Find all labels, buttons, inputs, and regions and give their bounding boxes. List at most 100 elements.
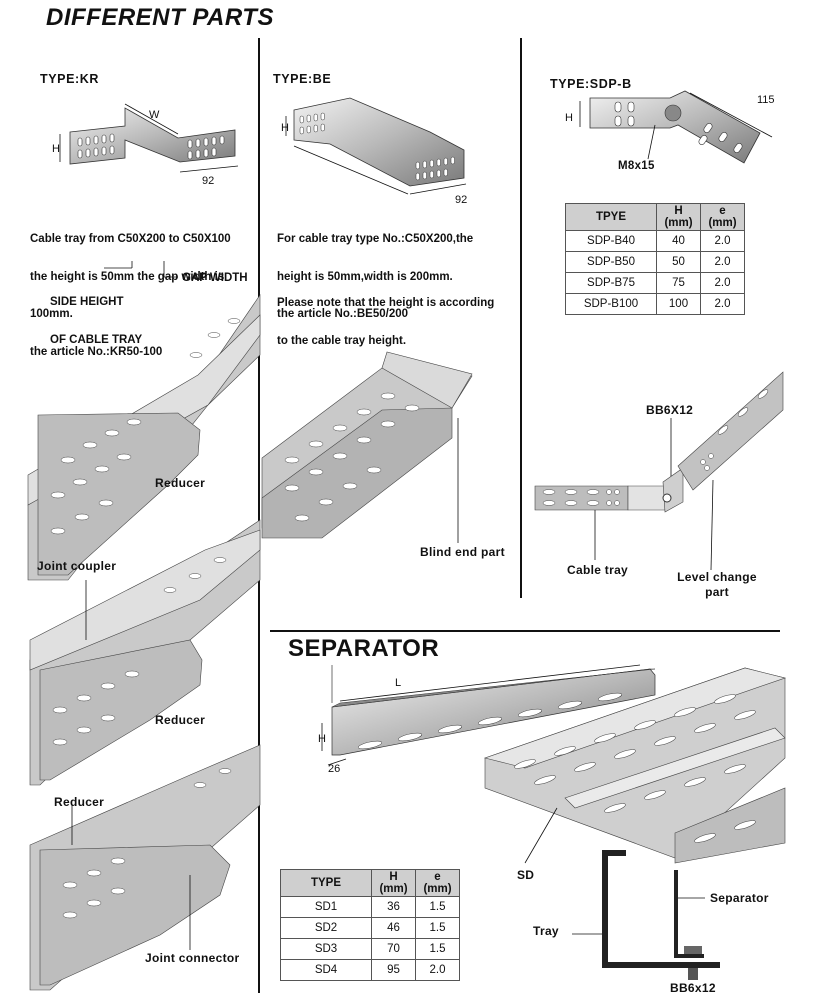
page-title: DIFFERENT PARTS	[46, 4, 274, 31]
table-cell: SDP-B50	[565, 251, 657, 273]
reducer-label-3: Reducer	[54, 795, 105, 809]
level-change-line: Level change	[677, 570, 757, 584]
table-cell: SDP-B100	[565, 293, 657, 315]
kr-type-label: TYPE:KR	[40, 72, 100, 86]
table-cell: SD1	[280, 896, 372, 918]
separator-cross-section	[572, 850, 720, 980]
kr-side-height-line: OF CABLE TRAY	[50, 333, 143, 346]
table-header-cell: TYPE	[280, 869, 372, 897]
reducer-tray-illustration	[27, 294, 261, 581]
kr-callout-lines	[104, 261, 178, 278]
table-cell: 70	[371, 938, 416, 960]
sdpb-bolt-label: M8x15	[618, 160, 655, 172]
sdpb-bb-label: BB6X12	[646, 403, 694, 417]
kr-gap-width-label: GAP WIDTH	[182, 272, 248, 284]
level-change-line: part	[705, 585, 729, 599]
be-note-line: Please note that the height is according	[277, 297, 495, 309]
table-header-row: TPYE H (mm) e (mm)	[565, 203, 745, 231]
be-note-line: height is 50mm,width is 200mm.	[277, 270, 453, 283]
sdpb-dim-115: 115	[757, 94, 775, 106]
table-header-cell: H (mm)	[371, 869, 416, 897]
tray-label: Tray	[533, 924, 559, 938]
be-diagram	[285, 97, 467, 195]
table-cell: SD3	[280, 938, 372, 960]
joint-coupler-label: Joint coupler	[37, 559, 117, 573]
kr-side-height-line: SIDE HEIGHT	[50, 296, 124, 308]
joint-coupler-tray-illustration	[29, 519, 261, 786]
reducer-label: Reducer	[155, 476, 206, 490]
level-change-label: Level change part	[672, 570, 762, 600]
be-dim-h: H	[281, 122, 289, 134]
kr-note-line: 100mm.	[30, 308, 73, 320]
table-cell: 2.0	[415, 959, 460, 981]
sdpb-type-label: TYPE:SDP-B	[550, 77, 632, 91]
sdpb-diagram	[579, 90, 773, 164]
table-cell: SDP-B40	[565, 230, 657, 252]
kr-note-line: the article No.:KR50-100	[30, 345, 163, 358]
table-cell: SD2	[280, 917, 372, 939]
be-dim-92: 92	[455, 194, 468, 206]
table-cell: 50	[656, 251, 701, 273]
table-cell: 2.0	[700, 230, 745, 252]
kr-dim-h: H	[52, 143, 60, 155]
table-cell: 2.0	[700, 272, 745, 294]
divider-horizontal	[270, 630, 780, 632]
table-cell: 36	[371, 896, 416, 918]
table-cell: 1.5	[415, 917, 460, 939]
table-header-cell: H (mm)	[656, 203, 701, 231]
sd-label: SD	[517, 868, 535, 882]
table-header-cell: e (mm)	[700, 203, 745, 231]
sdpb-dim-h: H	[565, 112, 573, 124]
blind-end-tray-illustration	[261, 351, 473, 543]
table-header-row: TYPE H (mm) e (mm)	[280, 869, 460, 897]
table-cell: 46	[371, 917, 416, 939]
table-cell: SDP-B75	[565, 272, 657, 294]
blind-end-label: Blind end part	[420, 545, 505, 559]
be-type-label: TYPE:BE	[273, 72, 332, 86]
separator-dim-l: L	[395, 677, 402, 689]
kr-side-height-label: SIDE HEIGHT OF CABLE TRAY	[50, 271, 142, 359]
table-cell: 2.0	[700, 251, 745, 273]
level-change-illustration	[534, 371, 784, 571]
kr-diagram	[59, 103, 239, 173]
separator-tray-illustration	[483, 667, 787, 864]
kr-dim-w: W	[149, 109, 160, 121]
joint-connector-label: Joint connector	[145, 951, 240, 965]
separator-label: Separator	[710, 891, 769, 905]
separator-dim-h: H	[318, 733, 326, 745]
joint-connector-tray-illustration	[29, 744, 261, 991]
divider-left	[258, 38, 260, 993]
be-note-line: to the cable tray height.	[277, 334, 407, 347]
table-cell: 100	[656, 293, 701, 315]
kr-dim-92: 92	[202, 175, 215, 187]
separator-dim-26: 26	[328, 763, 341, 775]
table-cell: 75	[656, 272, 701, 294]
be-note-line: the article No.:BE50/200	[277, 308, 409, 320]
separator-diagram	[321, 664, 656, 766]
kr-note-line: the height is 50mm the gap width is	[30, 270, 225, 283]
divider-right	[520, 38, 522, 598]
table-header-cell: e (mm)	[415, 869, 460, 897]
be-note-line: For cable tray type No.:C50X200,the	[277, 233, 474, 245]
reducer-label-2: Reducer	[155, 713, 206, 727]
kr-note-line: Cable tray from C50X200 to C50X100	[30, 233, 231, 245]
cable-tray-label: Cable tray	[567, 563, 629, 577]
table-cell: 2.0	[700, 293, 745, 315]
table-cell: 1.5	[415, 938, 460, 960]
be-note-2: Please note that the height is according…	[277, 272, 494, 360]
separator-title: SEPARATOR	[288, 635, 440, 662]
be-note-1: For cable tray type No.:C50X200,the heig…	[277, 208, 473, 333]
separator-bb-label: BB6x12	[670, 981, 716, 995]
table-header-cell: TPYE	[565, 203, 657, 231]
table-cell: 1.5	[415, 896, 460, 918]
